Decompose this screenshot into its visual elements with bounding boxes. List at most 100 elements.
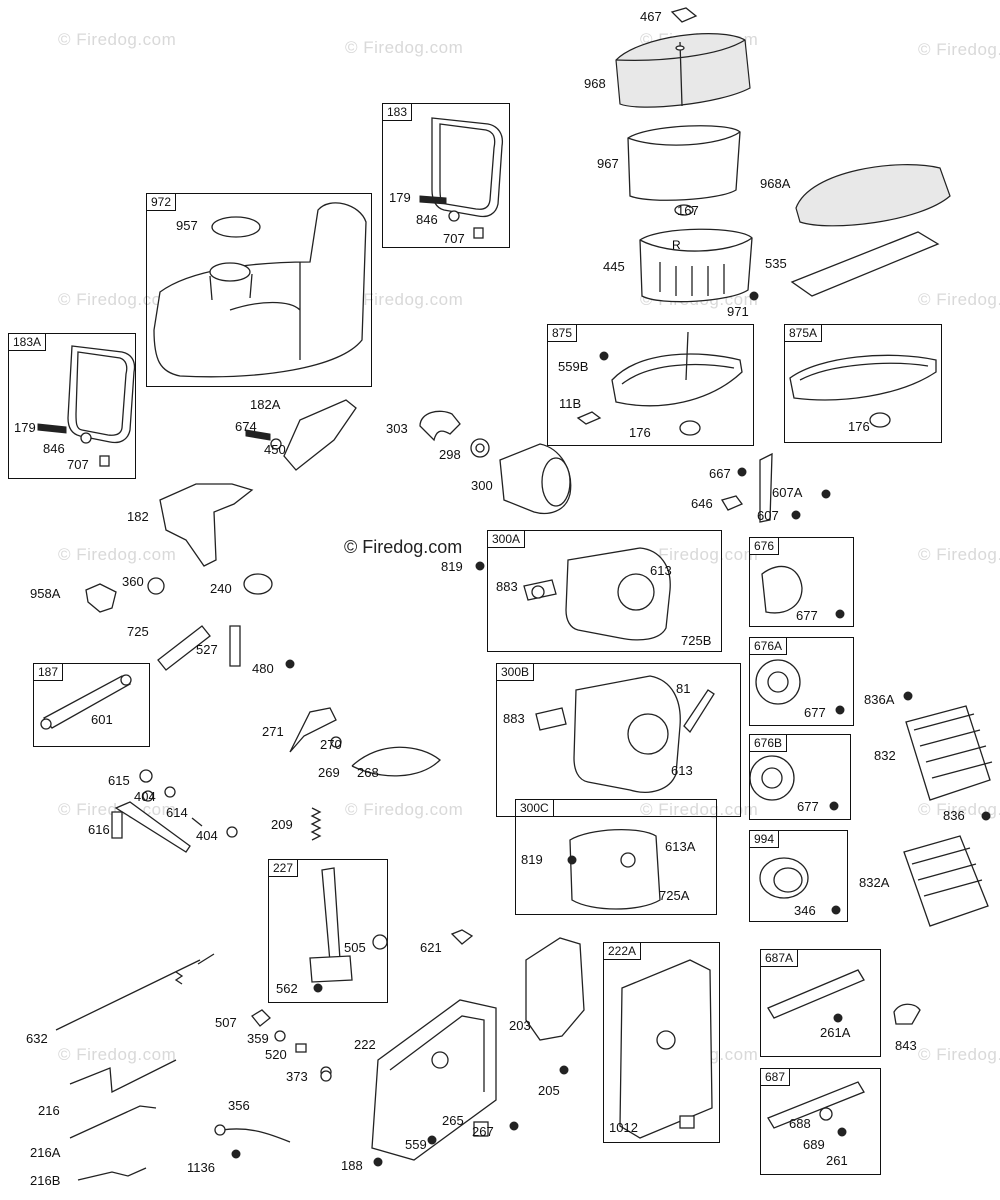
watermark: © Firedog.com — [58, 1045, 177, 1064]
svg-text:R: R — [672, 238, 681, 252]
watermark: © Firedog.com — [640, 545, 759, 564]
part-label: 613A — [665, 839, 696, 854]
group-label-227: 227 — [269, 860, 299, 877]
part-label: 373 — [286, 1069, 308, 1084]
group-label-676: 676 — [750, 538, 780, 555]
part-label: 562 — [276, 981, 298, 996]
part-label: 269 — [318, 765, 340, 780]
group-label-687A: 687A — [761, 950, 799, 967]
control-bracket-222-drawing — [320, 999, 519, 1167]
linkage-rods-drawing — [55, 953, 291, 1181]
part-label: 265 — [442, 1113, 464, 1128]
part-label: 480 — [252, 661, 274, 676]
guard-676-drawing — [761, 565, 845, 619]
spark-arrester-screens-drawing — [903, 691, 993, 927]
part-label: 467 — [640, 9, 662, 24]
part-label: 222 — [354, 1037, 376, 1052]
part-label: 725B — [681, 633, 712, 648]
watermark: © Firedog.com — [345, 800, 464, 819]
group-label-676B: 676B — [750, 735, 788, 752]
part-label: 968 — [584, 76, 606, 91]
group-box-676 — [749, 537, 854, 627]
air-cleaner-base-875A-drawing — [789, 354, 937, 428]
part-label: 632 — [26, 1031, 48, 1046]
watermark: © Firedog.com — [58, 30, 177, 49]
watermark: © Firedog.com — [918, 800, 1000, 819]
part-label: 450 — [264, 442, 286, 457]
part-label: 1136 — [187, 1160, 215, 1175]
group-label-687: 687 — [761, 1069, 791, 1086]
part-label: 667 — [709, 466, 731, 481]
part-label: 216A — [30, 1145, 61, 1160]
governor-shaft-drawing — [111, 769, 238, 853]
part-label: 203 — [509, 1018, 531, 1033]
clip-621-drawing — [450, 929, 474, 945]
muffler-300B-drawing — [535, 675, 715, 793]
part-label: 883 — [503, 711, 525, 726]
control-bracket-222A-drawing — [619, 959, 713, 1139]
bracket-182A-drawing — [245, 399, 357, 471]
group-box-300A — [487, 530, 722, 652]
part-label: 182 — [127, 509, 149, 524]
part-label: 843 — [895, 1038, 917, 1053]
part-label: 688 — [789, 1116, 811, 1131]
part-label: 167 — [677, 203, 699, 218]
group-label-222A: 222A — [604, 943, 642, 960]
part-label: 971 — [727, 304, 749, 319]
part-label: 404 — [134, 789, 156, 804]
part-label: 836A — [864, 692, 895, 707]
group-label-300A: 300A — [488, 531, 526, 548]
part-label: 179 — [389, 190, 411, 205]
part-label: 677 — [797, 799, 819, 814]
part-label: 967 — [597, 156, 619, 171]
throttle-control-drawing — [289, 707, 441, 777]
group-label-183A: 183A — [9, 334, 47, 351]
group-box-300C — [515, 799, 717, 915]
part-label: 957 — [176, 218, 198, 233]
part-label: 216 — [38, 1103, 60, 1118]
small-hardware-drawing — [251, 1009, 332, 1082]
part-label: 677 — [804, 705, 826, 720]
part-label: 958A — [30, 586, 61, 601]
part-label: 300 — [471, 478, 493, 493]
group-box-687 — [760, 1068, 881, 1175]
part-label: 182A — [250, 397, 281, 412]
group-box-994 — [749, 830, 848, 922]
part-label: 445 — [603, 259, 625, 274]
part-label: 559 — [405, 1137, 427, 1152]
group-box-183 — [382, 103, 510, 248]
part-label: 836 — [943, 808, 965, 823]
part-label: 404 — [196, 828, 218, 843]
watermark: © Firedog.com — [918, 290, 1000, 309]
bracket-183-drawing — [419, 117, 504, 239]
bracket-687-drawing — [767, 1081, 865, 1137]
group-label-187: 187 — [34, 664, 64, 681]
group-box-676A — [749, 637, 854, 726]
part-label: 646 — [691, 496, 713, 511]
group-box-875A — [784, 324, 942, 443]
group-box-183A — [8, 333, 136, 479]
part-label: 505 — [344, 940, 366, 955]
part-label: 689 — [803, 1137, 825, 1152]
part-label: 520 — [265, 1047, 287, 1062]
part-label: 359 — [247, 1031, 269, 1046]
air-cleaner-base-875-drawing — [576, 331, 743, 436]
part-label: 270 — [320, 737, 342, 752]
part-label: 261 — [826, 1153, 848, 1168]
part-label: 725A — [659, 888, 690, 903]
watermark: © Firedog.com — [918, 1045, 1000, 1064]
group-label-875A: 875A — [785, 325, 823, 342]
part-label: 616 — [88, 822, 110, 837]
part-label: 819 — [441, 559, 463, 574]
part-label: 621 — [420, 940, 442, 955]
bracket-687A-drawing — [767, 969, 865, 1023]
part-label: 674 — [235, 419, 257, 434]
part-label: 209 — [271, 817, 293, 832]
part-label: 205 — [538, 1083, 560, 1098]
watermark: © Firedog.com — [918, 40, 1000, 59]
muffler-300A-drawing — [475, 547, 671, 641]
group-box-300B — [496, 663, 741, 817]
part-label: 607A — [772, 485, 803, 500]
group-box-222A — [603, 942, 720, 1143]
